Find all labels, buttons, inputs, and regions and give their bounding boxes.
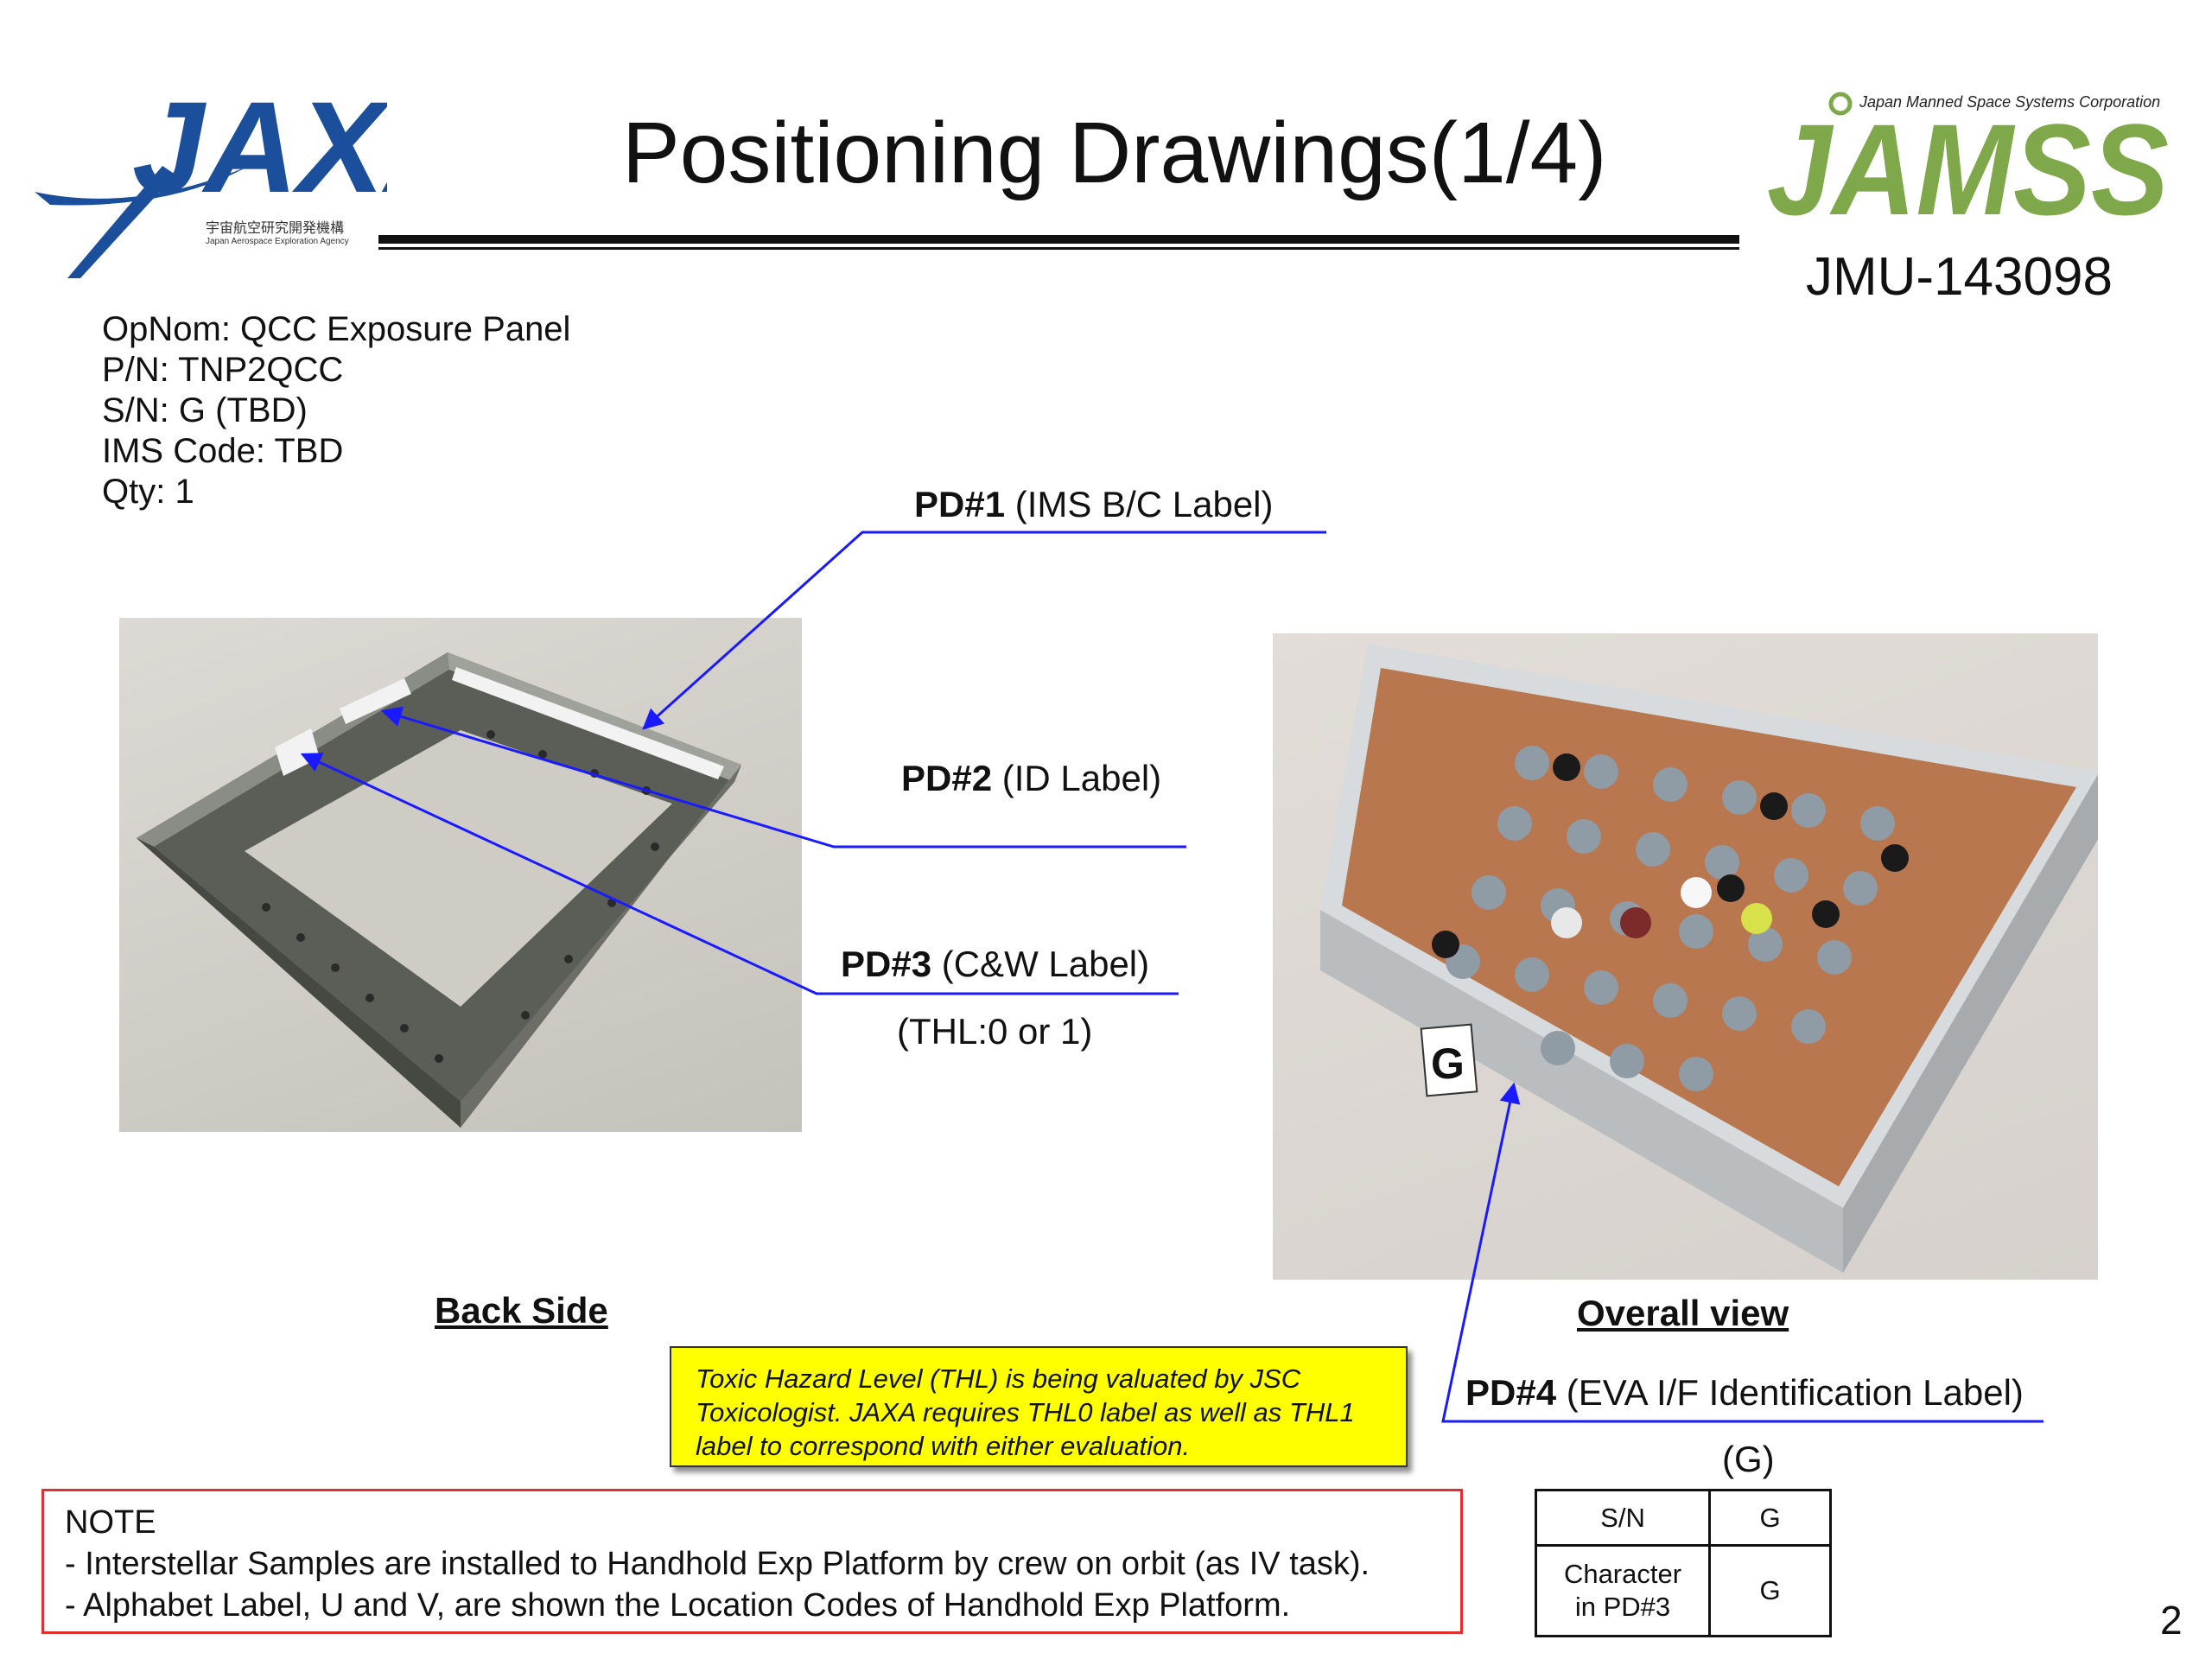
back-side-photo <box>119 618 802 1132</box>
overall-photo-label: G <box>1431 1039 1465 1088</box>
back-side-caption: Back Side <box>435 1290 608 1331</box>
note-box: NOTE - Interstellar Samples are installe… <box>41 1489 1463 1634</box>
pd4-note: (G) <box>1722 1439 1775 1479</box>
sn-value-cell: G <box>1708 1489 1832 1547</box>
info-opnom: OpNom: QCC Exposure Panel <box>102 310 571 348</box>
page-number: 2 <box>2160 1598 2183 1643</box>
table-row: Character in PD#3 G <box>1535 1544 1832 1637</box>
jamss-logo: JAMSS <box>1763 86 2177 242</box>
pd1-leader <box>642 531 1326 730</box>
sn-label-cell: S/N <box>1535 1489 1711 1547</box>
pd1-label: PD#1 (IMS B/C Label) <box>914 484 1274 524</box>
overall-view-caption: Overall view <box>1577 1293 1789 1333</box>
pd3-char-value-cell: G <box>1708 1544 1832 1637</box>
overall-view-photo: G <box>1273 633 2098 1280</box>
pd3-char-label-cell: Character in PD#3 <box>1535 1544 1711 1637</box>
pd4-label: PD#4 (EVA I/F Identification Label) <box>1465 1372 2024 1413</box>
jamss-corp-name: Japan Manned Space Systems Corporation <box>1859 93 2161 111</box>
sn-table: S/N G Character in PD#3 G <box>1535 1489 1832 1637</box>
item-info: OpNom: QCC Exposure Panel P/N: TNP2QCC S… <box>102 309 570 512</box>
thl-callout: Toxic Hazard Level (THL) is being valuat… <box>670 1346 1408 1467</box>
jaxa-name-jp: 宇宙航空研究開発機構 <box>206 221 345 236</box>
info-qty: Qty: 1 <box>102 473 194 511</box>
note-line-1: - Interstellar Samples are installed to … <box>65 1546 1370 1582</box>
info-sn: S/N: G (TBD) <box>102 391 308 429</box>
jaxa-name-en: Japan Aerospace Exploration Agency <box>206 237 349 246</box>
pd2-label: PD#2 (ID Label) <box>901 758 1162 798</box>
title-rule <box>378 235 1739 244</box>
doc-number: JMU-143098 <box>1806 247 2113 307</box>
page-title: Positioning Drawings(1/4) <box>622 105 1607 201</box>
pd3-thl-note: (THL:0 or 1) <box>897 1011 1093 1052</box>
table-row: S/N G <box>1535 1489 1832 1547</box>
pd3-label: PD#3 (C&W Label) <box>841 944 1150 984</box>
info-ims-code: IMS Code: TBD <box>102 432 344 470</box>
pd3-leader <box>300 753 1179 995</box>
pd4-leader <box>1441 1082 2044 1423</box>
info-pn: P/N: TNP2QCC <box>102 351 344 389</box>
jamss-logo-text: JAMSS <box>1767 97 2169 225</box>
pd2-leader <box>380 706 1186 849</box>
note-heading: NOTE <box>65 1504 156 1541</box>
title-rule-thin <box>378 247 1739 250</box>
note-line-2: - Alphabet Label, U and V, are shown the… <box>65 1587 1291 1624</box>
